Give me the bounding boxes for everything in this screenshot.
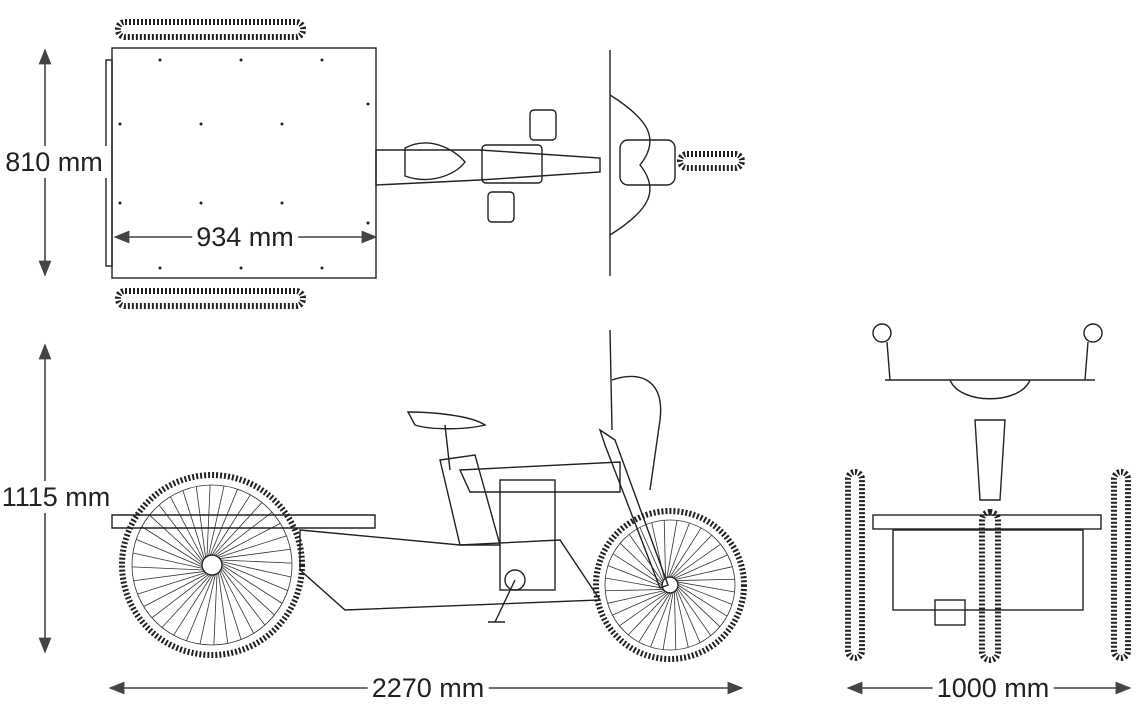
spoke [137, 572, 206, 595]
spoke [209, 489, 238, 556]
spoke [674, 591, 677, 650]
spoke [219, 548, 291, 559]
top-frame [375, 149, 601, 186]
spoke [213, 573, 218, 645]
spoke [677, 587, 712, 636]
spoke [675, 590, 689, 648]
spoke [216, 523, 281, 557]
spoke [675, 566, 733, 580]
spoke [132, 566, 204, 571]
spoke [669, 527, 702, 578]
front-platform [872, 514, 1102, 530]
spoke [221, 561, 292, 578]
spoke [663, 520, 666, 579]
spoke [208, 485, 225, 556]
top-front-wheel [677, 151, 745, 171]
spoke [676, 578, 735, 581]
spoke [206, 485, 211, 557]
spoke [141, 526, 203, 566]
spoke [213, 502, 263, 556]
side-battery [499, 479, 556, 591]
spoke [639, 527, 664, 581]
spoke [612, 553, 663, 586]
side-cargo-platform [111, 514, 376, 529]
spoke [221, 562, 288, 591]
spoke [638, 592, 671, 643]
spoke [221, 566, 275, 616]
spoke [182, 490, 205, 559]
spoke [195, 486, 206, 558]
dim-label-total-length: 2270 mm [367, 672, 489, 704]
spoke [211, 494, 251, 556]
spoke [221, 568, 266, 626]
spoke [220, 559, 292, 564]
spoke [668, 522, 690, 578]
spoke [677, 584, 728, 617]
spoke [173, 574, 213, 636]
spoke [221, 564, 283, 604]
spoke [671, 534, 712, 578]
side-fork [598, 428, 669, 589]
spoke [677, 586, 721, 627]
front-right-wheel [1111, 469, 1131, 661]
spoke [151, 574, 209, 619]
spoke [218, 535, 287, 558]
spoke [143, 573, 208, 607]
spoke [666, 520, 678, 578]
spoke [199, 574, 216, 645]
spoke [650, 592, 672, 648]
spoke [219, 571, 242, 640]
spoke [220, 569, 254, 634]
spoke [677, 581, 735, 593]
side-front-wheel [593, 508, 747, 662]
spoke [628, 534, 663, 583]
top-rear-wheel-right [115, 288, 306, 309]
spoke [161, 574, 211, 628]
dim-label-width: 810 mm [1, 146, 107, 178]
spoke [607, 565, 663, 587]
spoke [215, 511, 273, 556]
side-top-tube [458, 461, 621, 493]
dim-label-height: 1115 mm [0, 481, 115, 513]
spoke [677, 583, 733, 605]
spoke [186, 574, 215, 641]
dim-label-front-width: 1000 mm [932, 672, 1054, 704]
right-mirror [1083, 323, 1103, 343]
top-saddle [404, 142, 466, 181]
spoke [136, 539, 203, 568]
spoke [218, 572, 229, 644]
spoke [628, 592, 669, 636]
spoke [605, 589, 664, 592]
side-rear-wheel [119, 472, 305, 658]
front-view [845, 323, 1131, 663]
spoke [605, 577, 663, 589]
dim-label-platform-length: 934 mm [192, 221, 298, 253]
left-mirror [872, 323, 892, 343]
spoke [662, 592, 674, 650]
spoke [674, 554, 728, 579]
top-rear-wheel-left [115, 19, 306, 40]
front-center-wheel [979, 509, 1001, 663]
front-left-wheel [845, 469, 865, 661]
spoke [676, 589, 701, 643]
side-saddle [406, 411, 487, 430]
side-view [111, 329, 747, 662]
spoke [672, 543, 721, 578]
spoke [149, 514, 203, 564]
spoke [132, 552, 203, 569]
spoke [607, 590, 665, 604]
spoke [133, 571, 205, 582]
side-handlebar-stem [609, 329, 613, 431]
top-view [105, 19, 745, 309]
spoke [612, 591, 666, 616]
spoke [619, 592, 668, 627]
